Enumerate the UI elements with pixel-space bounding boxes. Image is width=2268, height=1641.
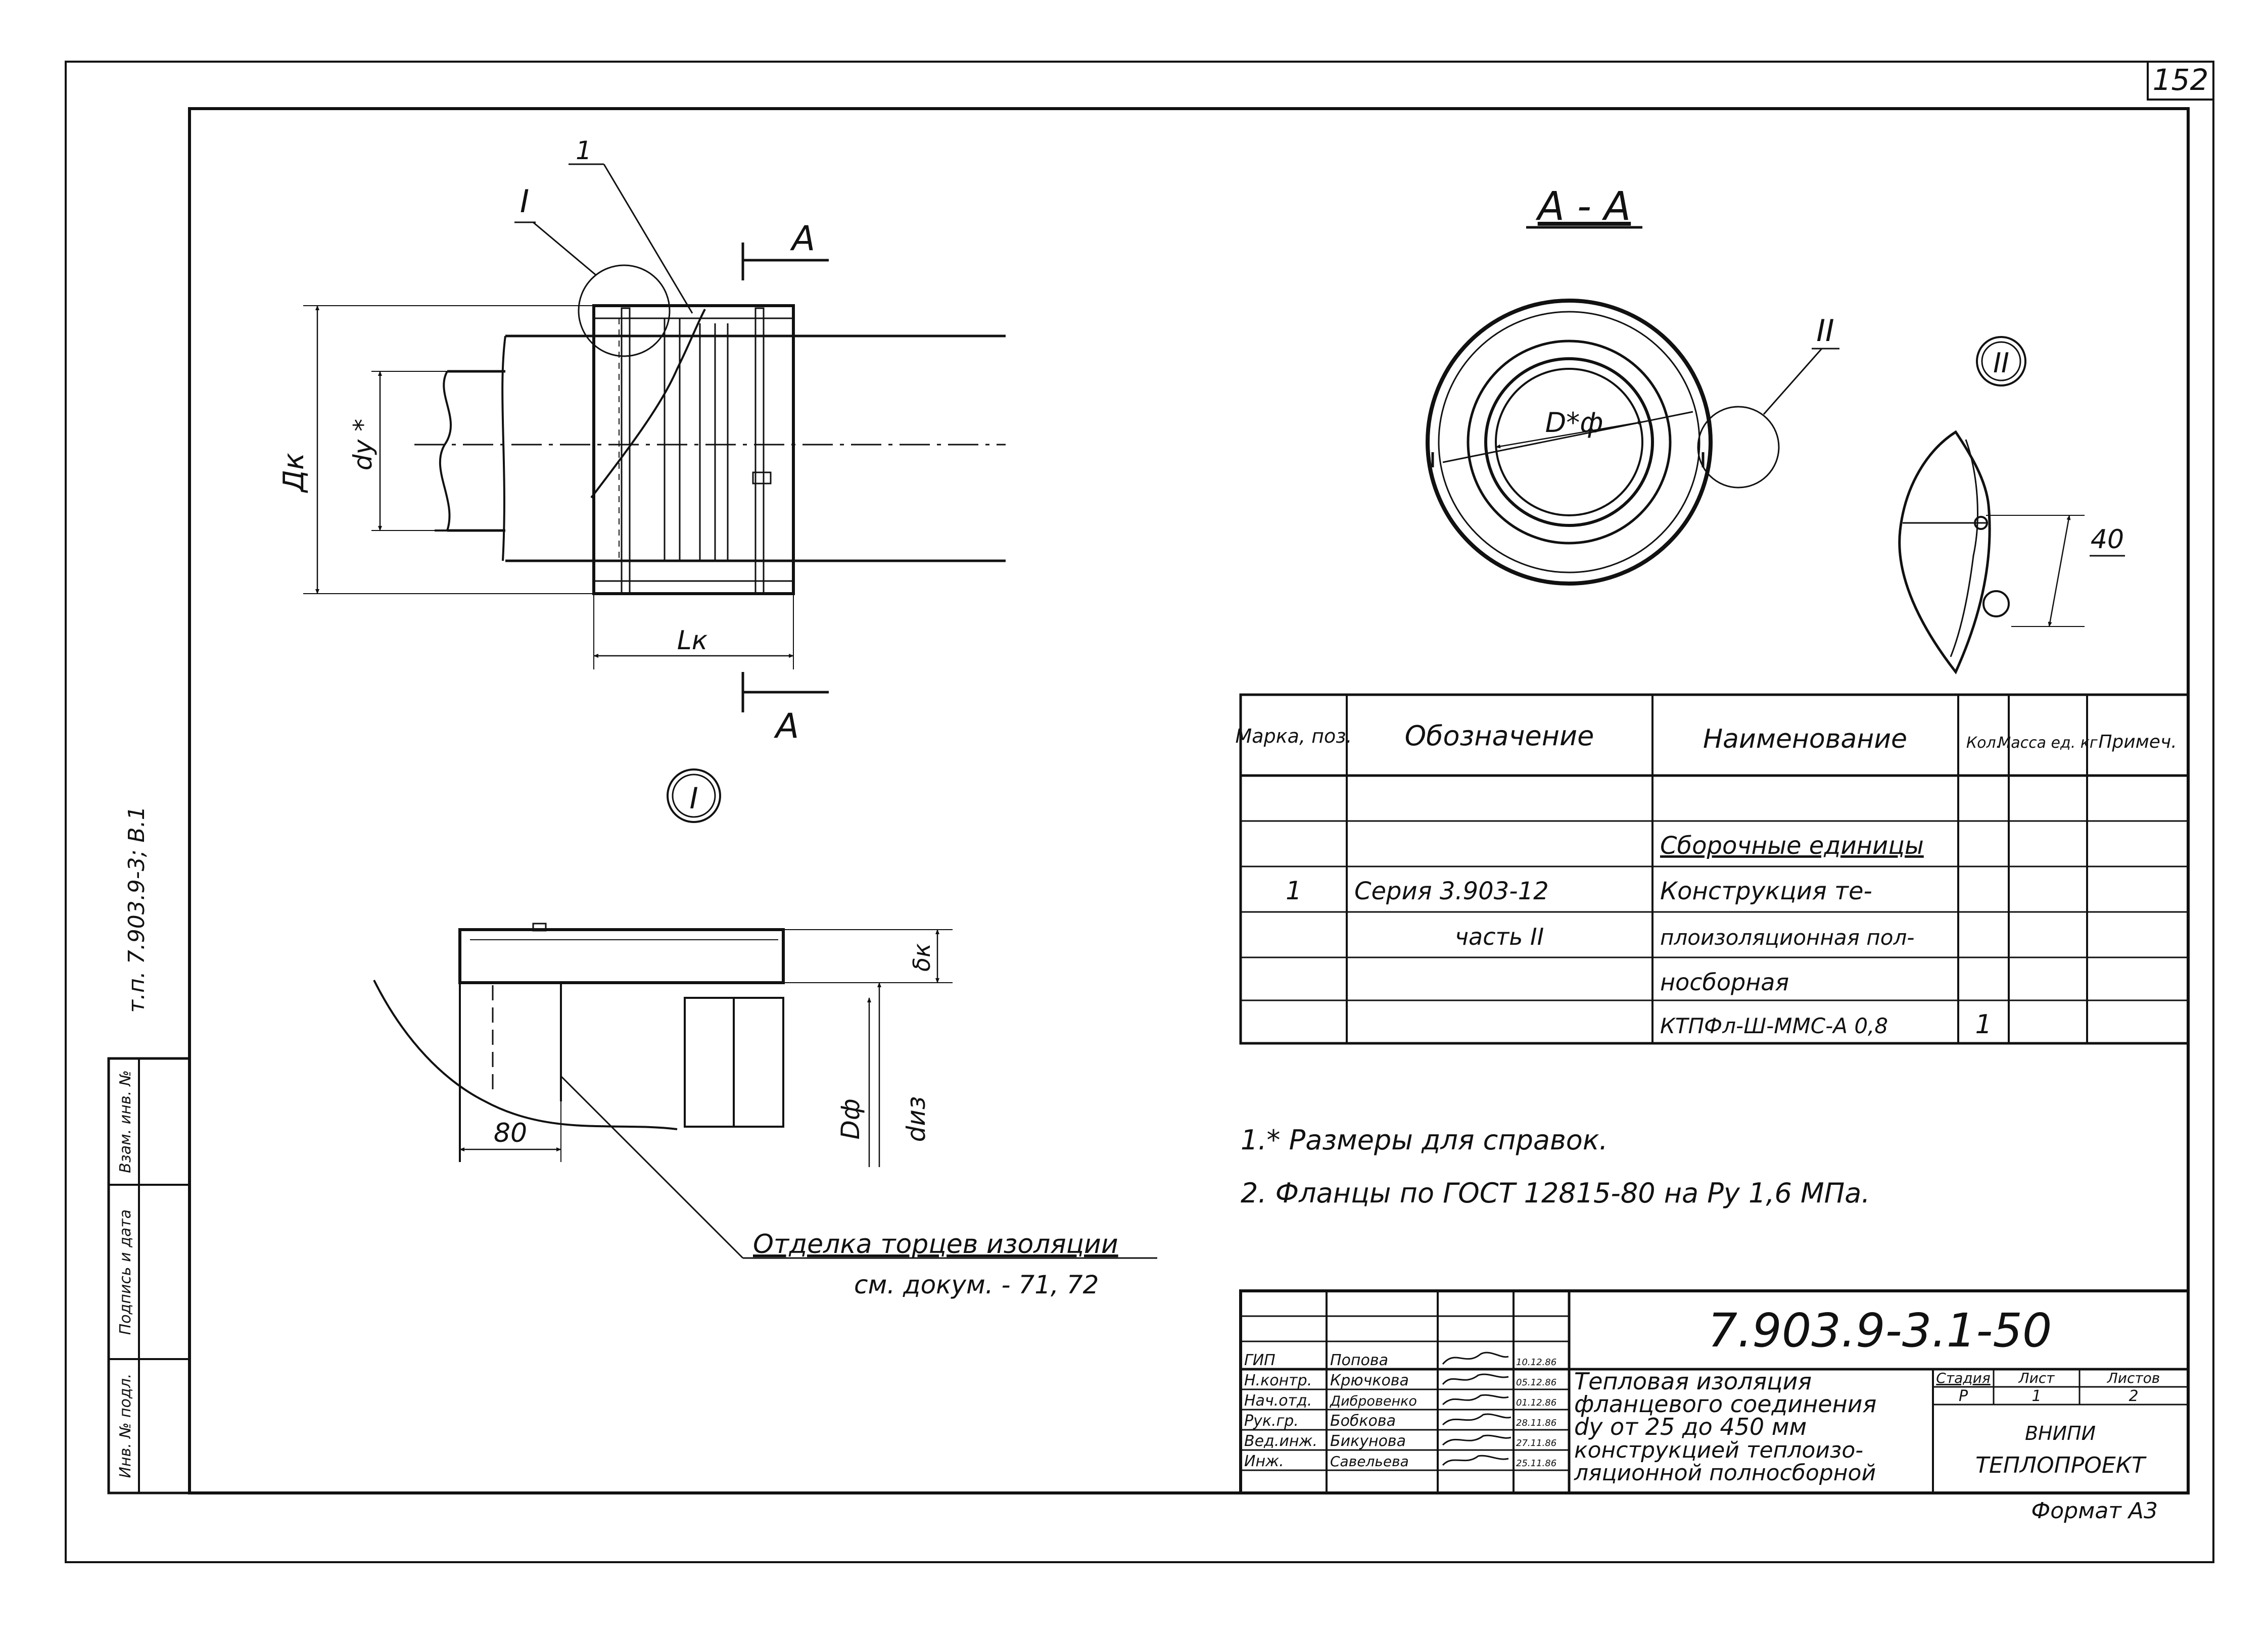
spec-header-note: Примеч. (2098, 732, 2177, 752)
staff-date-6: 25.11.86 (1516, 1458, 1556, 1469)
cut-A-top-label: А (790, 219, 816, 259)
note-1: 1.* Размеры для справок. (1241, 1124, 1608, 1156)
sheet-number-box: 152 (2147, 61, 2214, 101)
section-callout-II-label: II (1816, 313, 1834, 349)
dim-dk-label: Дк (277, 453, 310, 494)
spec-header-qty: Кол. (1966, 734, 2001, 752)
staff-name-2: Крючкова (1330, 1372, 1409, 1389)
sheet-number: 152 (2153, 63, 2209, 97)
dim-lk-label: Lк (677, 625, 708, 656)
callout-I-circle (578, 264, 671, 357)
format-label: Формат А3 (2031, 1498, 2158, 1524)
note-finish-line1: Отделка торцев изоляции (753, 1229, 1118, 1260)
staff-role-3: Нач.отд. (1244, 1392, 1312, 1410)
callout-II-circle (1697, 406, 1780, 489)
spec-header-name: Наименование (1703, 724, 1907, 754)
side-doc-ref: т.п. 7.903.9-3; В.1 (124, 806, 150, 1012)
position-1-label: 1 (576, 136, 592, 165)
dim-diz-label: dиз (902, 1096, 931, 1142)
spec-row-6-qty: 1 (1975, 1009, 1992, 1040)
inner-frame (188, 107, 2190, 1494)
staff-name-1: Попова (1330, 1352, 1388, 1369)
note-finish-line2: см. докум. - 71, 72 (854, 1270, 1099, 1299)
side-stamp-cell-3: Инв. № подл. (117, 1374, 134, 1478)
stage-header-sheet: Лист (2018, 1370, 2055, 1386)
dim-delta-k-label: δк (908, 943, 935, 972)
spec-row-6-name: КТПФл-Ш-ММС-А 0,8 (1660, 1013, 1888, 1038)
cut-A-bottom-label: А (774, 706, 799, 746)
title-line-4: конструкцией теплоизо- (1574, 1437, 1863, 1463)
spec-row-3-mark: 1 (1286, 876, 1302, 905)
dim-dy-label: dy * (348, 419, 377, 470)
spec-row-4-name: плоизоляционная пол- (1660, 925, 1914, 950)
stage-header-stage: Стадия (1936, 1370, 1990, 1386)
dim-df-label: Dф (836, 1098, 865, 1139)
title-designation: 7.903.9-3.1-50 (1708, 1304, 2052, 1358)
main-view: Дк dy * Lк I 1 А А (277, 136, 1006, 746)
side-stamp-cell-1: Взам. инв. № (117, 1070, 134, 1173)
staff-role-5: Вед.инж. (1244, 1432, 1317, 1450)
stage-value-stage: Р (1959, 1387, 1968, 1405)
spec-header-designation: Обозначение (1405, 720, 1594, 752)
dim-40-label: 40 (2091, 524, 2124, 555)
title-line-1: Тепловая изоляция (1574, 1368, 1812, 1395)
staff-date-4: 28.11.86 (1516, 1418, 1556, 1428)
staff-name-5: Бикунова (1330, 1432, 1406, 1450)
spec-row-3-name: Конструкция те- (1660, 877, 1872, 905)
section-title: А - А (1535, 184, 1631, 229)
outer-border (65, 61, 2214, 1563)
staff-date-2: 05.12.86 (1516, 1377, 1556, 1388)
spec-row-5-name: носборная (1660, 969, 1789, 996)
title-line-3: dy от 25 до 450 мм (1574, 1413, 1807, 1440)
spec-header-mass: Масса ед. кг (1998, 734, 2098, 752)
staff-role-6: Инж. (1244, 1453, 1284, 1470)
staff-role-1: ГИП (1244, 1352, 1275, 1369)
organization-line2: ТЕПЛОПРОЕКТ (1975, 1453, 2147, 1478)
detail-I-label: I (689, 781, 698, 815)
section-A-A: А - А D*ф II (1426, 184, 1839, 586)
organization-line1: ВНИПИ (2025, 1422, 2096, 1444)
title-block: 7.903.9-3.1-50 Тепловая изоляция фланцев… (1239, 1289, 2190, 1524)
spec-row-2-name: Сборочные единицы (1660, 832, 1924, 860)
title-line-2: фланцевого соединения (1574, 1390, 1876, 1418)
detail-II-label: II (1993, 347, 2009, 379)
spec-row-4-designation: часть II (1455, 923, 1544, 950)
side-stamp: Взам. инв. № Подпись и дата Инв. № подл.… (107, 806, 191, 1494)
staff-role-4: Рук.гр. (1244, 1412, 1299, 1430)
section-df-label: D*ф (1545, 407, 1603, 439)
notes: 1.* Размеры для справок. 2. Фланцы по ГО… (1241, 1124, 1870, 1209)
staff-date-1: 10.12.86 (1516, 1357, 1556, 1368)
callout-I-label: I (520, 183, 529, 220)
stage-header-sheets: Листов (2107, 1370, 2160, 1386)
staff-date-3: 01.12.86 (1516, 1397, 1556, 1408)
stage-value-sheet: 1 (2031, 1387, 2041, 1405)
detail-I: I 80 δк Dф dиз Отделка торцев изоляции с… (373, 768, 1157, 1299)
side-stamp-cell-2: Подпись и дата (117, 1210, 134, 1335)
stage-value-sheets: 2 (2129, 1387, 2138, 1405)
staff-role-2: Н.контр. (1244, 1372, 1312, 1389)
staff-date-5: 27.11.86 (1516, 1438, 1556, 1449)
staff-name-3: Дибровенко (1330, 1393, 1417, 1409)
title-line-5: ляционной полносборной (1574, 1460, 1876, 1486)
detail-II: II 40 (1898, 336, 2125, 674)
spec-row-3-designation: Серия 3.903-12 (1354, 877, 1549, 905)
staff-name-4: Бобкова (1330, 1412, 1396, 1430)
spec-header-mark: Марка, поз. (1236, 725, 1352, 747)
dim-80-label: 80 (494, 1118, 527, 1148)
spec-table: Марка, поз. Обозначение Наименование Кол… (1236, 693, 2190, 1045)
staff-name-6: Савельева (1330, 1453, 1409, 1470)
note-2: 2. Фланцы по ГОСТ 12815-80 на Ру 1,6 МПа… (1241, 1177, 1870, 1209)
